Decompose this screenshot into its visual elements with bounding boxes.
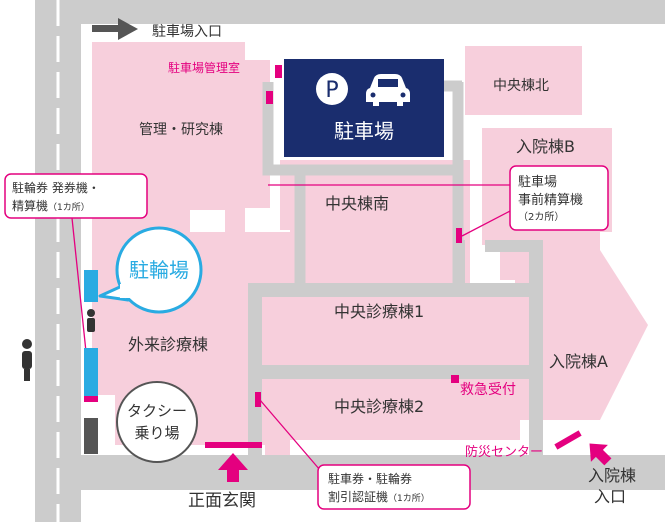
admin-label: 管理・研究棟 [139,122,223,138]
car-icon [366,74,410,106]
bike-ticket-line2: 精算機（1カ所） [12,198,90,213]
validate-line1: 駐車券・駐輪券 [328,471,412,486]
parking-office-marker-2 [266,91,273,104]
south-building [280,160,470,295]
validate-marker [255,392,261,407]
validate-callout [317,464,471,510]
emergency-label: 救急受付 [460,382,516,398]
clinic2-label: 中央診療棟2 [334,397,424,416]
ward-entrance-label-2: 入口 [594,487,626,506]
taxi-strip [84,418,98,454]
taxi-label-1: タクシー [127,402,187,420]
outpatient-label: 外来診療棟 [128,335,208,354]
bike-ticket-callout [4,173,148,219]
ward-a-label: 入院棟A [549,352,608,371]
parking-lot [284,59,444,157]
validate-leader [259,399,321,471]
road-inner-v1 [248,283,262,463]
bike-ticket-count: （1カ所） [48,202,90,213]
parking-entrance-arrow [92,18,138,40]
parking-office-label: 駐車場管理室 [168,60,240,75]
road-inner-h1 [248,283,543,297]
bike-ticket-name: 精算機 [12,198,48,213]
ward-entrance-door [554,430,582,450]
prepay-leader-2 [461,209,513,237]
validate-line2: 割引認証機（1カ所） [328,489,430,504]
clinic1-building [282,296,520,368]
bike-strip-bottom [84,348,98,396]
roads [35,0,665,522]
prepay-callout [509,165,609,231]
main-entrance-arrow [218,453,248,482]
ward-b-label: 入院棟B [516,137,575,156]
taxi-circle [116,381,198,463]
taxi-label-2: 乗り場 [134,424,179,442]
parking-p-circle [316,73,348,105]
road-inner-v2 [529,240,543,463]
person-icon-road [22,339,32,381]
prepay-line1: 駐車場 [518,175,557,190]
road-inner-h2 [248,365,543,379]
north-building [465,46,582,115]
parking-entrance-label: 駐車場入口 [152,23,222,40]
road-top [35,0,665,24]
parking-office-marker [275,65,282,78]
parking-p: P [325,78,338,103]
ward-a-building [515,250,648,420]
prepay-marker [456,228,462,243]
main-entrance-door [205,442,262,448]
ward-entrance-arrow [589,443,612,466]
clinic1-label: 中央診療棟1 [334,302,424,321]
main-entrance-label: 正面玄関 [188,491,256,511]
bike-parking-circle [115,226,203,314]
emergency-marker [451,375,459,383]
bike-parking-label: 駐輪場 [129,258,189,282]
bike-ticket-line1: 駐輪券 発券機・ [12,180,100,195]
disaster-center-label: 防災センター [465,444,543,460]
bike-strip-top [84,270,98,302]
road-inner-h3 [485,240,543,252]
validate-name: 割引認証機 [328,489,388,504]
central-south-label: 中央棟南 [325,194,389,213]
central-north-label: 中央棟北 [493,78,549,94]
bike-end-marker [84,396,98,402]
prepay-count: （2カ所） [518,211,564,223]
validate-count: （1カ所） [388,493,430,504]
ward-entrance-label-1: 入院棟 [588,466,636,485]
clinic2-building [282,378,520,440]
person-icon [87,309,95,332]
prepay-line2: 事前精算機 [518,192,583,208]
parking-label: 駐車場 [334,119,394,143]
